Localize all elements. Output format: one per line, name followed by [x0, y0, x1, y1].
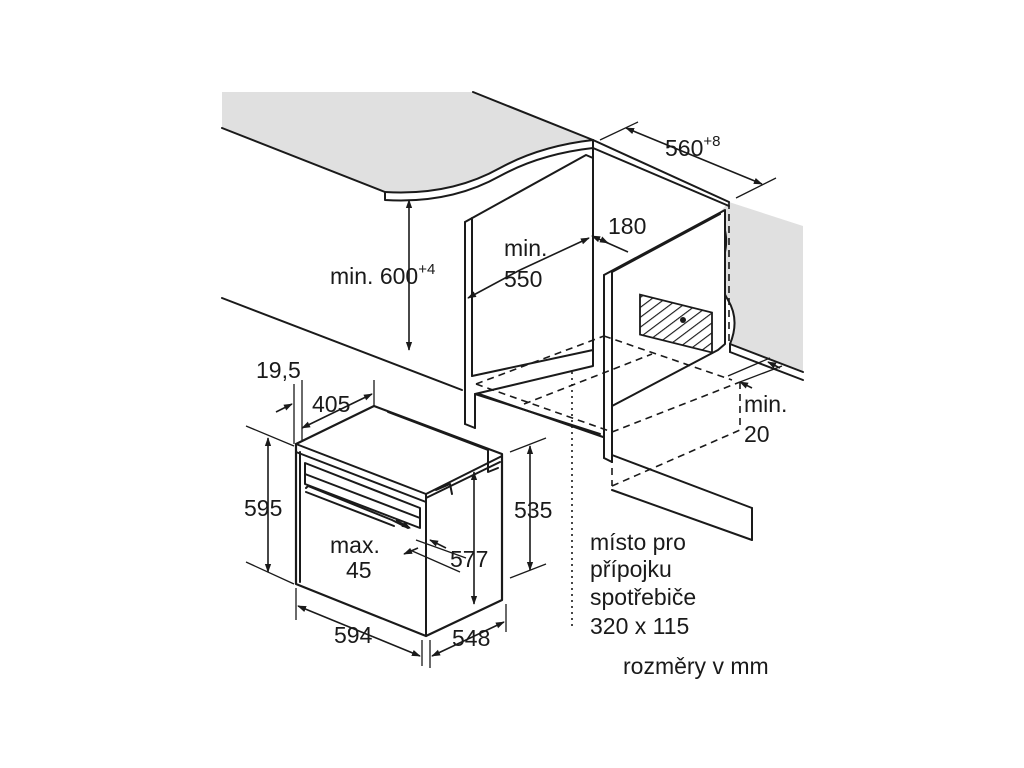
label-min-600: min. 600+4	[330, 261, 435, 289]
left-cabinet	[464, 154, 601, 435]
label-560: 560+8	[665, 133, 720, 161]
dimension-lines	[245, 121, 783, 668]
label-595: 595	[244, 495, 282, 521]
label-548: 548	[452, 625, 490, 651]
label-577: 577	[450, 546, 488, 572]
label-535: 535	[514, 497, 552, 523]
units-note: rozměry v mm	[623, 653, 769, 679]
label-19-5: 19,5	[256, 357, 301, 383]
niche-outline	[475, 335, 741, 628]
label-min-550-line2: 550	[504, 266, 542, 292]
label-min-20-line1: min.	[744, 391, 787, 417]
label-594: 594	[334, 622, 373, 648]
connection-note-line1: místo pro	[590, 529, 686, 555]
label-max-45-line2: 45	[346, 557, 372, 583]
label-max-45-line1: max.	[330, 532, 380, 558]
connection-note-line3: spotřebiče	[590, 584, 696, 610]
connection-note-line4: 320 x 115	[590, 613, 689, 639]
label-405: 405	[312, 391, 350, 417]
right-countertop	[717, 202, 804, 381]
label-min-550-line1: min.	[504, 235, 547, 261]
connection-note-line2: přípojku	[590, 556, 672, 582]
label-180: 180	[608, 213, 646, 239]
right-cabinet	[603, 209, 726, 463]
label-min-20-line2: 20	[744, 421, 770, 447]
